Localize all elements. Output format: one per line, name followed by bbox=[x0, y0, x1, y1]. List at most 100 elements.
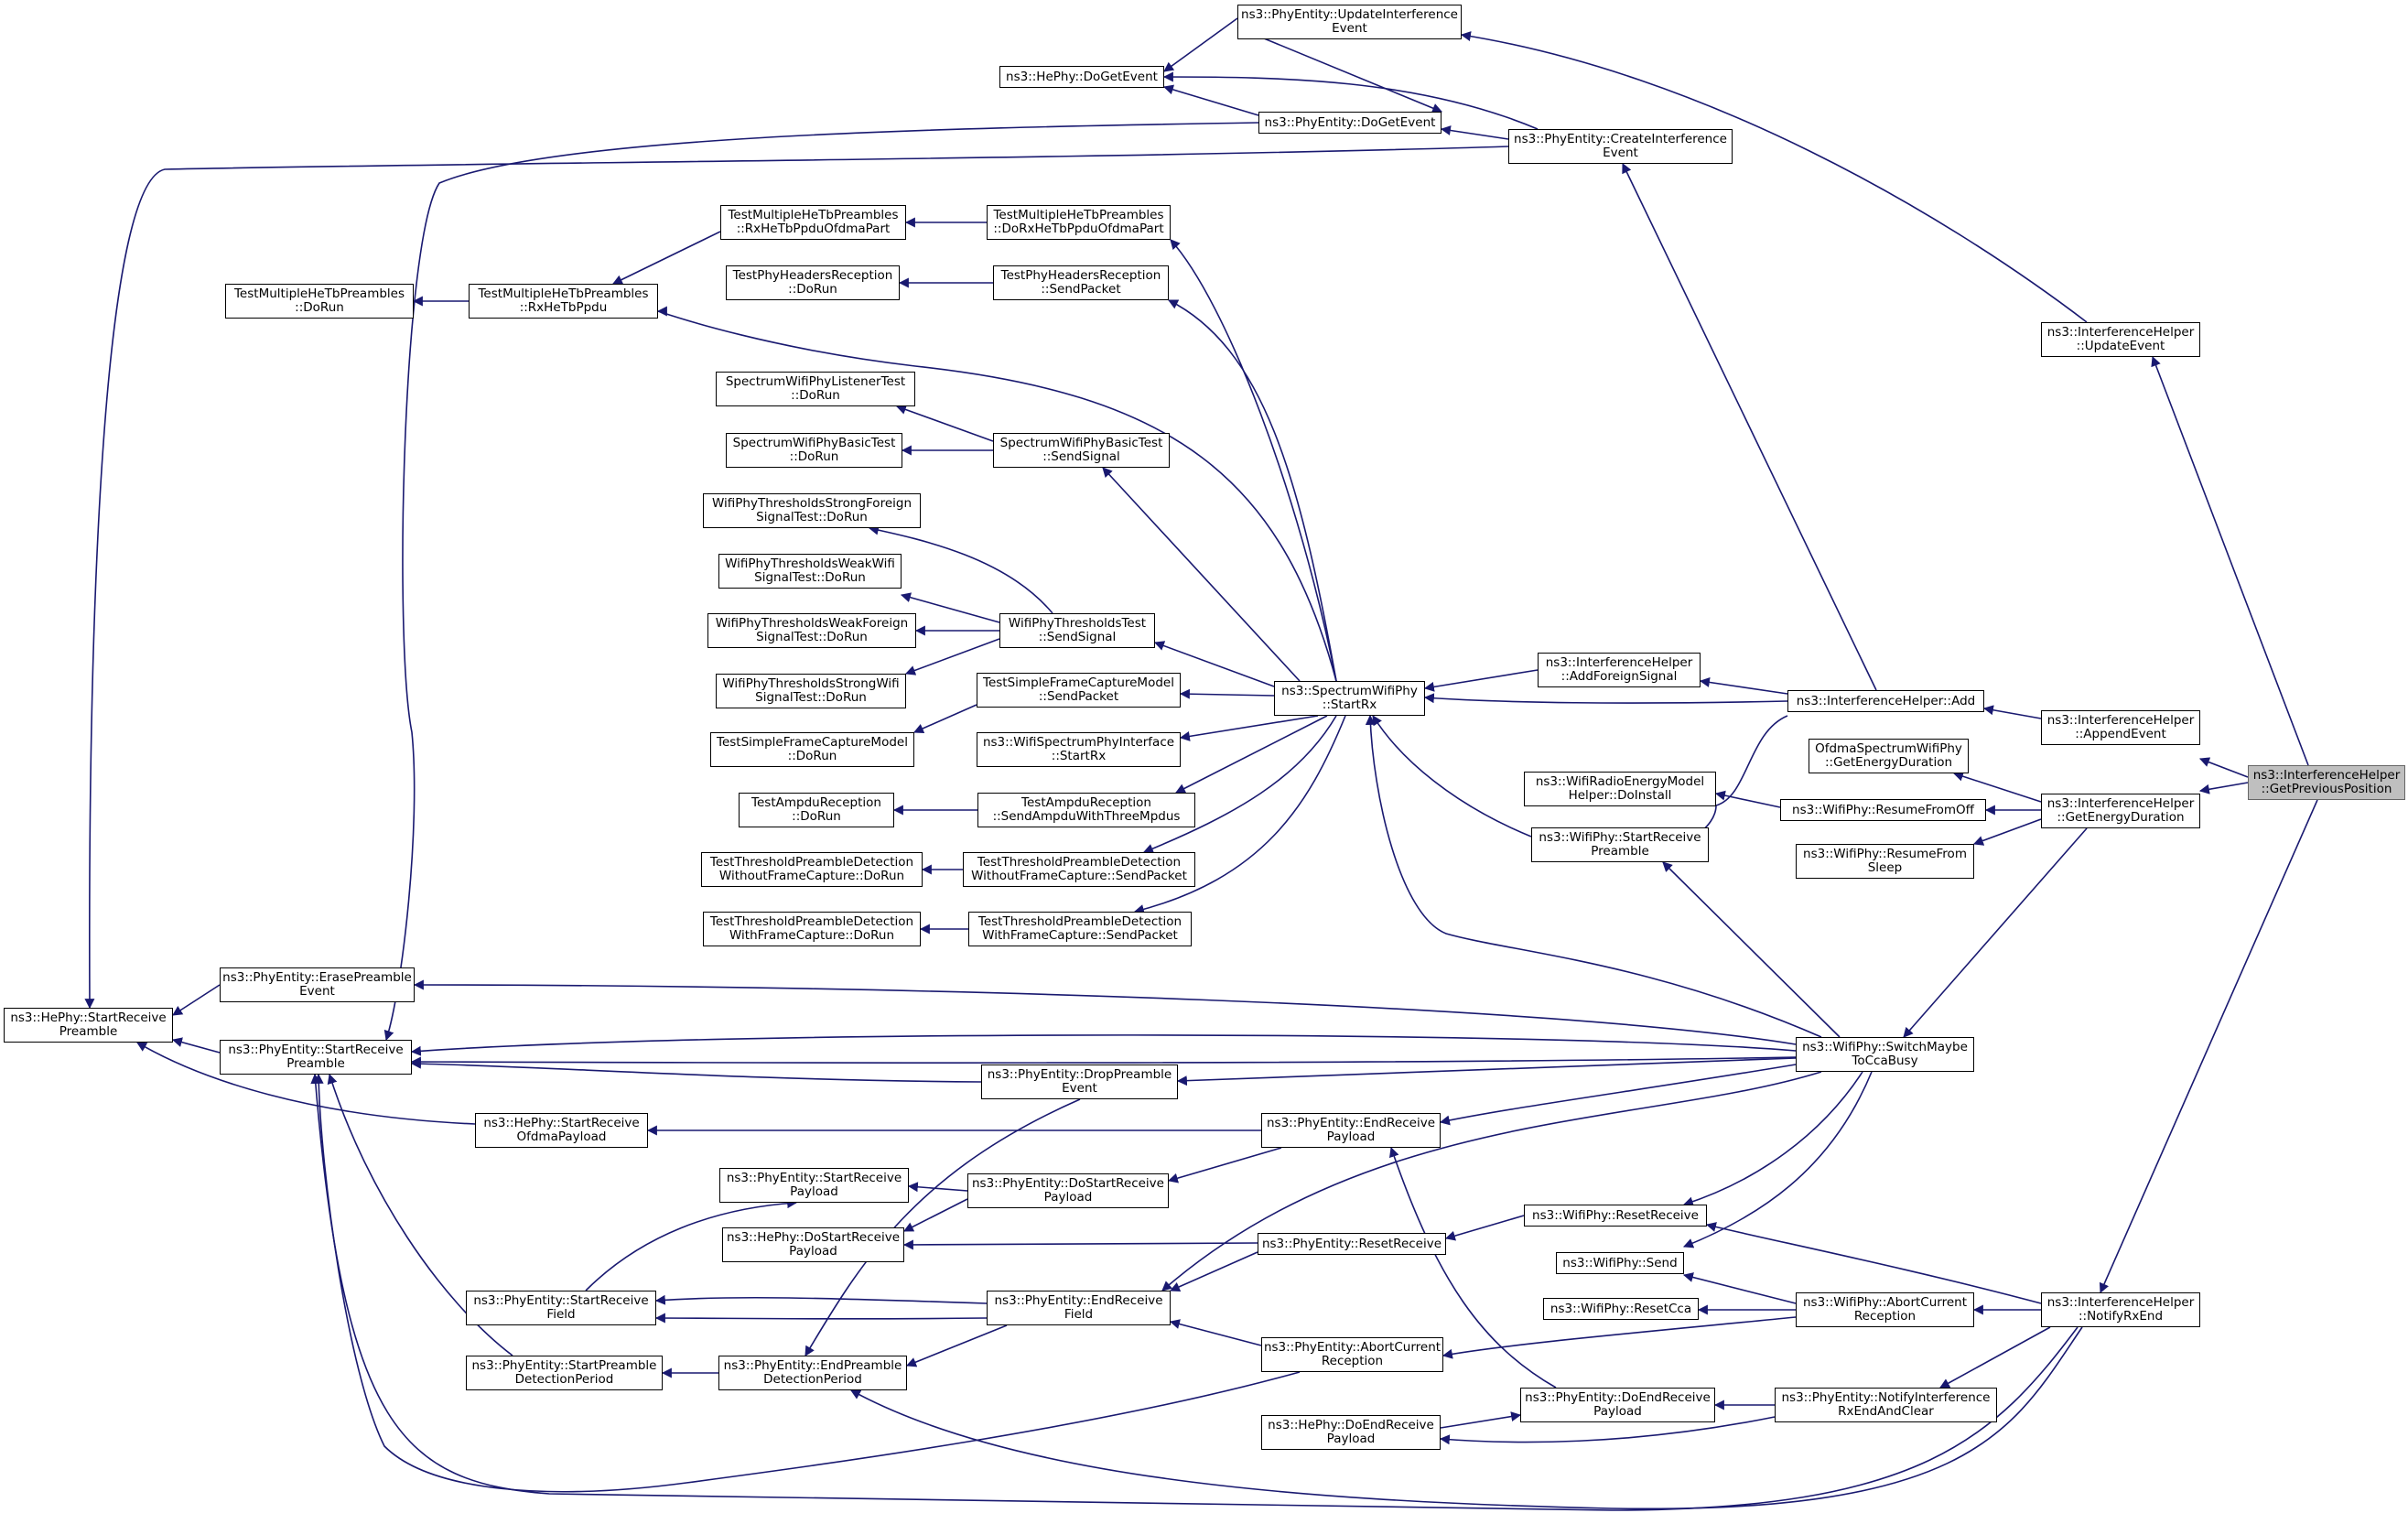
function-node-label: TestSimpleFrameCaptureModel bbox=[983, 675, 1174, 690]
function-node-spectrumStartRx[interactable]: ns3::SpectrumWifiPhy::StartRx bbox=[1274, 681, 1425, 716]
function-node-tsfcSendPacket[interactable]: TestSimpleFrameCaptureModel::SendPacket bbox=[977, 673, 1181, 708]
function-node-wtSendSignal[interactable]: WifiPhyThresholdsTest::SendSignal bbox=[999, 613, 1155, 648]
function-node-tphSendPacket[interactable]: TestPhyHeadersReception::SendPacket bbox=[993, 265, 1169, 300]
function-node-label: ns3::PhyEntity::StartReceive bbox=[726, 1171, 902, 1185]
function-node-label: Payload bbox=[789, 1244, 837, 1259]
function-node-label: ns3::InterferenceHelper::Add bbox=[1796, 693, 1976, 708]
function-node-label: Payload bbox=[1326, 1129, 1376, 1144]
function-node-resumeFromOff[interactable]: ns3::WifiPhy::ResumeFromOff bbox=[1780, 799, 1986, 821]
function-node-label: ns3::PhyEntity::DoGetEvent bbox=[1264, 114, 1436, 130]
function-node-label: Sleep bbox=[1867, 860, 1903, 875]
function-node-label: Payload bbox=[1593, 1404, 1642, 1419]
function-node-label: TestPhyHeadersReception bbox=[1000, 268, 1161, 283]
function-node-interfAdd[interactable]: ns3::InterferenceHelper::Add bbox=[1787, 690, 1984, 712]
function-node-label: WithFrameCapture::DoRun bbox=[729, 928, 895, 943]
function-node-wspiStartRx[interactable]: ns3::WifiSpectrumPhyInterface::StartRx bbox=[977, 732, 1181, 767]
function-node-label: ns3::WifiPhy::AbortCurrent bbox=[1803, 1295, 1967, 1310]
function-node-label: ns3::PhyEntity::UpdateInterference bbox=[1241, 7, 1458, 22]
function-node-swListenerDoRun[interactable]: SpectrumWifiPhyListenerTest::DoRun bbox=[716, 372, 915, 406]
function-node-wifiSend[interactable]: ns3::WifiPhy::Send bbox=[1556, 1252, 1684, 1274]
function-node-label: ::DoRun bbox=[787, 749, 837, 763]
function-node-label: ::GetEnergyDuration bbox=[2057, 810, 2185, 825]
function-node-addForeign[interactable]: ns3::InterferenceHelper::AddForeignSigna… bbox=[1538, 653, 1701, 687]
call-edge-phyEndReceiveField-to-phyEndPreambleDetection bbox=[905, 1324, 1008, 1367]
function-node-tmRxHePart[interactable]: TestMultipleHeTbPreambles::RxHeTbPpduOfd… bbox=[720, 205, 906, 240]
function-node-wifiResetReceive[interactable]: ns3::WifiPhy::ResetReceive bbox=[1524, 1205, 1707, 1227]
call-edge-swBasicSendSignal-to-swListenerDoRun bbox=[895, 405, 994, 442]
function-node-tsfcDoRun[interactable]: TestSimpleFrameCaptureModel::DoRun bbox=[710, 732, 914, 767]
function-node-tphDoRun[interactable]: TestPhyHeadersReception::DoRun bbox=[726, 265, 900, 300]
call-edge-createInterf-to-hePhyDoGetEvent bbox=[1162, 71, 1539, 130]
call-edge-wtSendSignal-to-wtStrongWifi bbox=[904, 638, 1000, 675]
function-node-tmRxHe[interactable]: TestMultipleHeTbPreambles::RxHeTbPpdu bbox=[469, 284, 658, 319]
function-node-label: ns3::PhyEntity::EndReceive bbox=[994, 1293, 1163, 1308]
function-node-getEnergyDuration[interactable]: ns3::InterferenceHelper::GetEnergyDurati… bbox=[2041, 794, 2200, 828]
call-edge-abortCurrentWifi-to-wifiSend bbox=[1682, 1272, 1797, 1304]
function-node-label: TestMultipleHeTbPreambles bbox=[993, 208, 1164, 222]
call-edge-switchMaybe-to-phyStartReceivePreamble bbox=[410, 1034, 1797, 1056]
function-node-taDoRun[interactable]: TestAmpduReception::DoRun bbox=[739, 793, 894, 827]
call-edge-notifyRxEnd-to-notifyInterf bbox=[1939, 1326, 2051, 1389]
function-node-updateEvent[interactable]: ns3::InterferenceHelper::UpdateEvent bbox=[2041, 322, 2200, 357]
call-edge-interfAdd-to-createInterf bbox=[1622, 163, 1877, 691]
call-edge-switchMaybe-to-phyEndReceiveField bbox=[1161, 1071, 1822, 1291]
function-node-label: TestPhyHeadersReception bbox=[732, 268, 893, 283]
function-node-tmDoRxHe[interactable]: TestMultipleHeTbPreambles::DoRxHeTbPpduO… bbox=[987, 205, 1171, 240]
call-edge-notifyRxEnd-to-phyStartReceivePreamble bbox=[310, 1073, 2079, 1511]
function-node-hePhyDoGetEvent[interactable]: ns3::HePhy::DoGetEvent bbox=[999, 66, 1164, 88]
function-node-label: ::UpdateEvent bbox=[2076, 339, 2165, 353]
function-node-label: ns3::HePhy::DoStartReceive bbox=[726, 1230, 901, 1245]
function-node-notifyRxEnd[interactable]: ns3::InterferenceHelper::NotifyRxEnd bbox=[2041, 1292, 2200, 1327]
function-node-swBasicSendSignal[interactable]: SpectrumWifiPhyBasicTest::SendSignal bbox=[993, 433, 1170, 468]
function-node-ofdmaGetEnergy[interactable]: OfdmaSpectrumWifiPhy::GetEnergyDuration bbox=[1809, 739, 1969, 773]
function-node-phyResetReceive[interactable]: ns3::PhyEntity::ResetReceive bbox=[1258, 1233, 1446, 1255]
function-node-phyDoGetEvent[interactable]: ns3::PhyEntity::DoGetEvent bbox=[1258, 112, 1442, 134]
function-node-label: Preamble bbox=[1591, 844, 1649, 859]
function-node-swBasicDoRun[interactable]: SpectrumWifiPhyBasicTest::DoRun bbox=[726, 433, 902, 468]
function-node-taSendAmpdu[interactable]: TestAmpduReception::SendAmpduWithThreeMp… bbox=[977, 793, 1195, 827]
function-node-label: ns3::WifiPhy::ResetCca bbox=[1550, 1301, 1692, 1316]
call-edge-notifyRxEnd-to-wifiResetReceive bbox=[1705, 1222, 2042, 1304]
function-node-label: TestAmpduReception bbox=[751, 795, 881, 810]
function-node-label: RxEndAndClear bbox=[1838, 1404, 1934, 1419]
function-node-wifiResetCca[interactable]: ns3::WifiPhy::ResetCca bbox=[1543, 1298, 1699, 1320]
call-edge-spectrumStartRx-to-wspiStartRx bbox=[1179, 715, 1319, 741]
function-node-appendEvent[interactable]: ns3::InterferenceHelper::AppendEvent bbox=[2041, 710, 2200, 745]
function-node-target: ns3::InterferenceHelper::GetPreviousPosi… bbox=[2248, 765, 2405, 800]
function-node-tmDoRun[interactable]: TestMultipleHeTbPreambles::DoRun bbox=[225, 284, 414, 319]
function-node-label: ns3::WifiSpectrumPhyInterface bbox=[982, 735, 1175, 750]
